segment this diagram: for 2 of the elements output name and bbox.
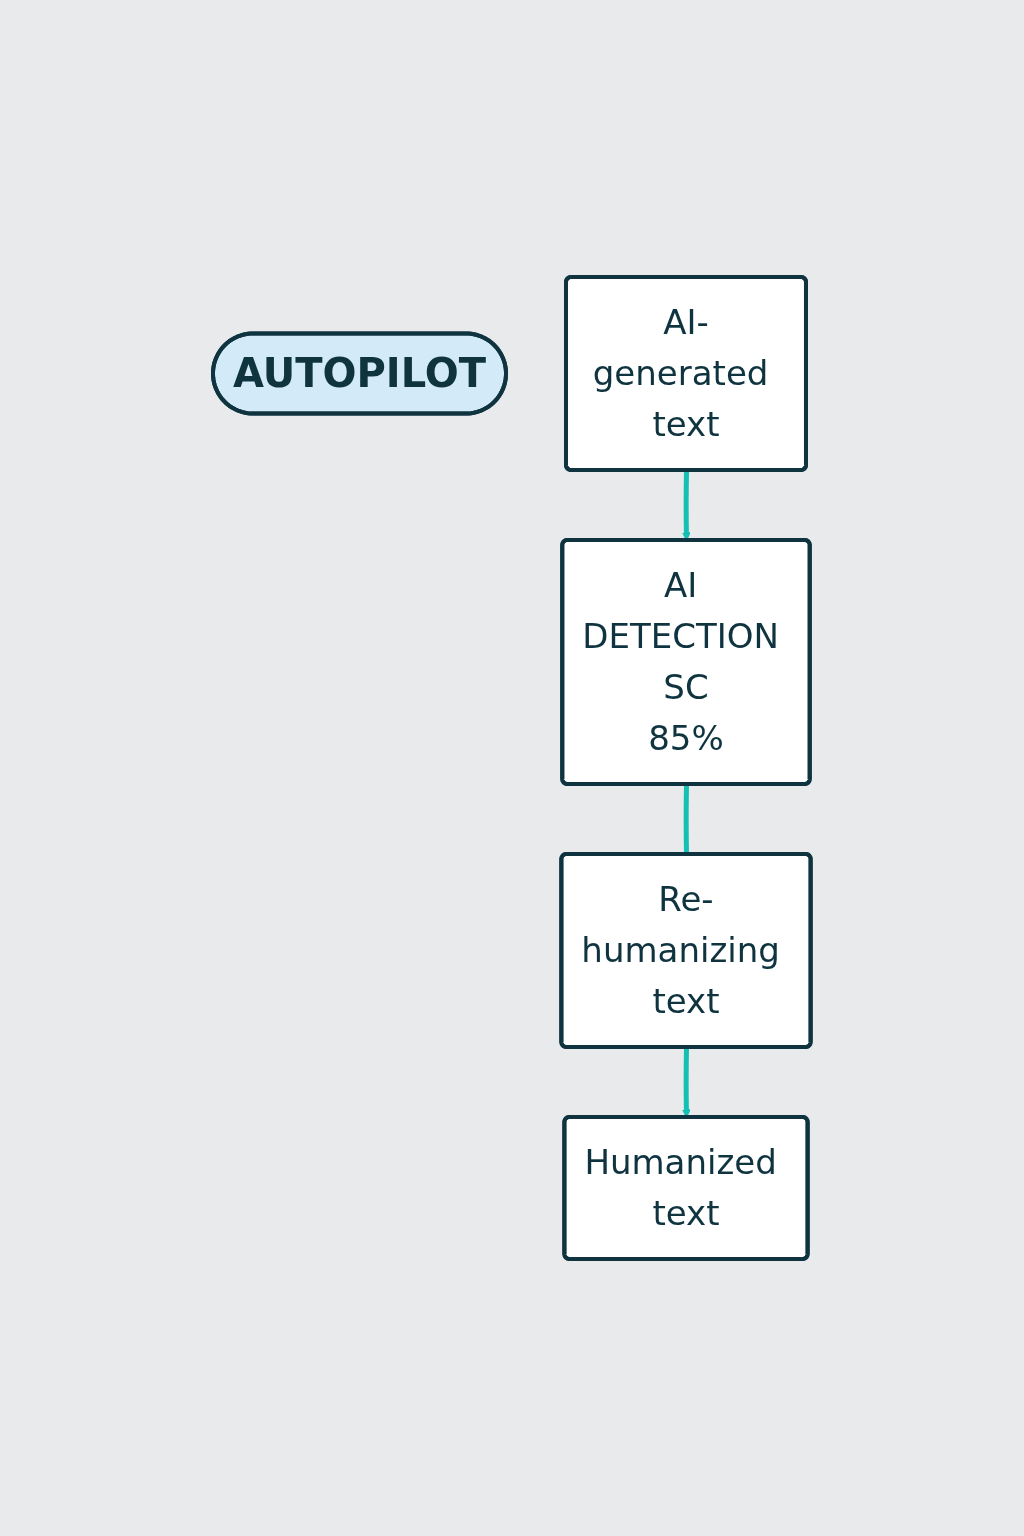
arrow xyxy=(682,470,691,541)
connector xyxy=(683,784,690,855)
